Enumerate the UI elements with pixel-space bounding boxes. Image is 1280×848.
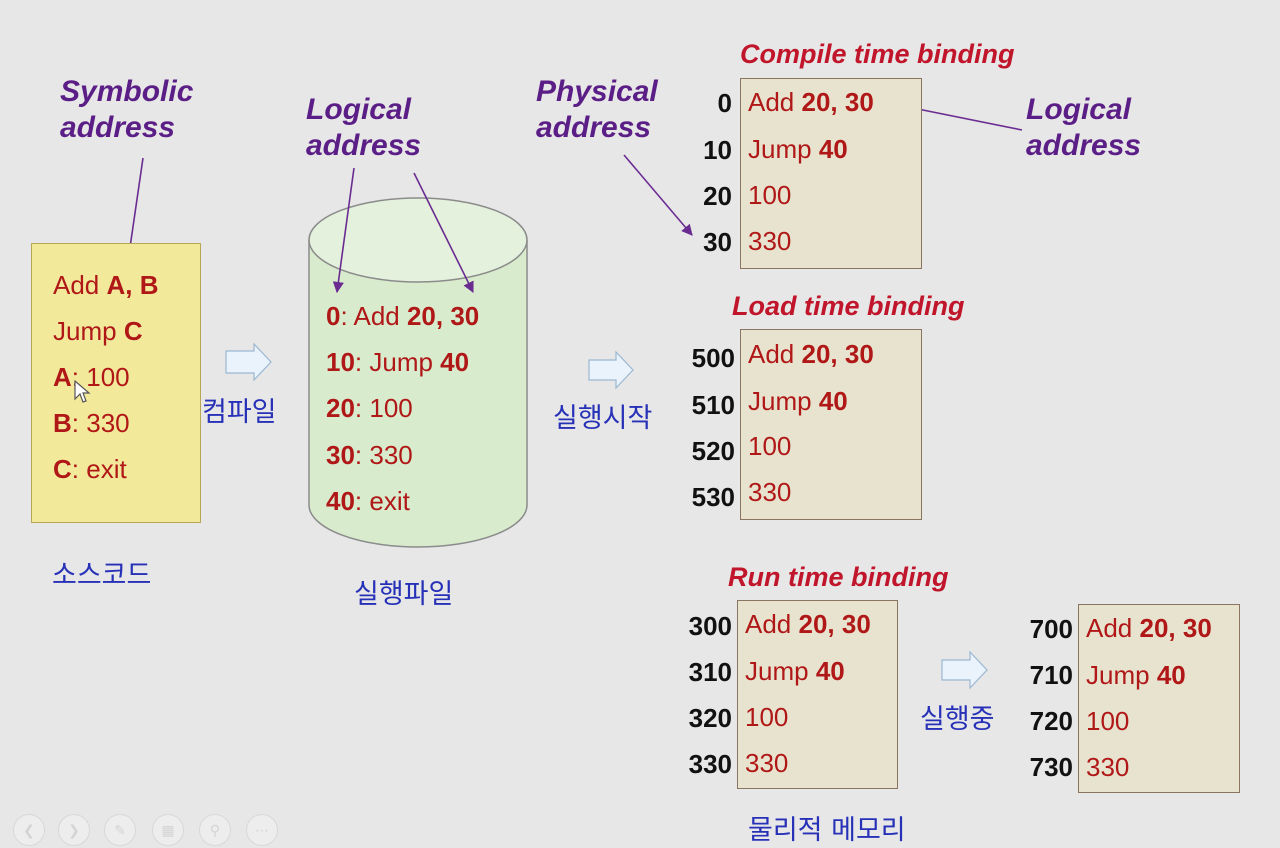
load-instr-3: 100 — [748, 431, 792, 461]
running-label: 실행중 — [920, 704, 995, 735]
compile-addr-4: 30 — [703, 227, 732, 257]
load-instr-4: 330 — [748, 477, 792, 507]
compile-binding-title: Compile time binding — [740, 39, 1015, 69]
run-instr-3: 100 — [745, 702, 789, 732]
physical-address-label: Physical address — [536, 75, 658, 144]
run-start-arrow-icon — [588, 350, 634, 390]
compile-arrow-icon — [225, 342, 272, 382]
run-instr-2: Jump 40 — [745, 656, 845, 686]
compile-instr-3: 100 — [748, 180, 792, 210]
run-addr-2: 310 — [688, 657, 732, 687]
load-instr-2: Jump 40 — [748, 386, 848, 416]
symbolic-address-label: Symbolic address — [60, 75, 194, 144]
load-binding-title: Load time binding — [732, 291, 965, 321]
compile-addr-2: 10 — [703, 135, 732, 165]
run-instr-4: 330 — [745, 748, 789, 778]
compile-memory-block — [740, 78, 922, 269]
load-addr-1: 500 — [691, 343, 735, 373]
run-addr-3: 320 — [688, 703, 732, 733]
arrow-logical-to-2030 — [413, 172, 474, 294]
source-line-5: C: exit — [53, 454, 127, 484]
run-moved-addr-2: 710 — [1029, 660, 1073, 690]
exec-line-5: 40: exit — [326, 486, 410, 516]
source-line-1: Add A, B — [53, 270, 159, 300]
executable-cylinder — [308, 197, 528, 548]
run-start-label: 실행시작 — [553, 403, 653, 434]
run-addr-4: 330 — [688, 749, 732, 779]
compile-label: 컴파일 — [202, 397, 277, 428]
prev-slide-icon[interactable]: ❮ — [13, 814, 45, 846]
load-memory-block — [740, 329, 922, 520]
arrow-logical-to-compile — [901, 102, 1023, 131]
source-code-page — [31, 243, 201, 523]
run-moved-instr-3: 100 — [1086, 706, 1130, 736]
source-line-2: Jump C — [53, 316, 143, 346]
exec-line-4: 30: 330 — [326, 440, 413, 470]
source-line-3: A: 100 — [53, 362, 130, 392]
logical-address-label-right: Logical address — [1026, 93, 1142, 162]
compile-instr-1: Add 20, 30 — [748, 87, 874, 117]
compile-addr-3: 20 — [703, 181, 732, 211]
run-moved-instr-2: Jump 40 — [1086, 660, 1186, 690]
executable-caption: 실행파일 — [354, 579, 454, 610]
run-moved-instr-1: Add 20, 30 — [1086, 613, 1212, 643]
exec-line-3: 20: 100 — [326, 393, 413, 423]
source-line-4: B: 330 — [53, 408, 130, 438]
run-moved-instr-4: 330 — [1086, 752, 1130, 782]
run-addr-1: 300 — [688, 611, 732, 641]
logical-address-label-mid: Logical address — [306, 93, 422, 162]
run-moved-memory-block — [1078, 604, 1240, 793]
more-options-icon[interactable]: ⋯ — [246, 814, 278, 846]
load-addr-4: 530 — [691, 482, 735, 512]
compile-addr-1: 0 — [717, 88, 732, 118]
load-addr-2: 510 — [691, 390, 735, 420]
run-binding-title: Run time binding — [728, 562, 949, 592]
exec-line-1: 0: Add 20, 30 — [326, 301, 480, 331]
load-addr-3: 520 — [691, 436, 735, 466]
pen-icon[interactable]: ✎ — [104, 814, 136, 846]
zoom-icon[interactable]: ⚲ — [199, 814, 231, 846]
arrow-physical-to-30 — [623, 154, 693, 236]
run-moved-addr-3: 720 — [1029, 706, 1073, 736]
compile-instr-4: 330 — [748, 226, 792, 256]
run-instr-1: Add 20, 30 — [745, 609, 871, 639]
mouse-cursor-icon — [74, 379, 91, 403]
source-code-caption: 소스코드 — [52, 560, 152, 591]
load-instr-1: Add 20, 30 — [748, 339, 874, 369]
run-memory-block — [737, 600, 898, 789]
compile-instr-2: Jump 40 — [748, 134, 848, 164]
next-slide-icon[interactable]: ❯ — [58, 814, 90, 846]
run-moved-addr-1: 700 — [1029, 614, 1073, 644]
running-arrow-icon — [941, 650, 988, 690]
physical-memory-caption: 물리적 메모리 — [748, 815, 906, 846]
exec-line-2: 10: Jump 40 — [326, 347, 470, 377]
slides-grid-icon[interactable]: ▦ — [152, 814, 184, 846]
run-moved-addr-4: 730 — [1029, 752, 1073, 782]
arrow-logical-to-zero — [332, 167, 355, 294]
